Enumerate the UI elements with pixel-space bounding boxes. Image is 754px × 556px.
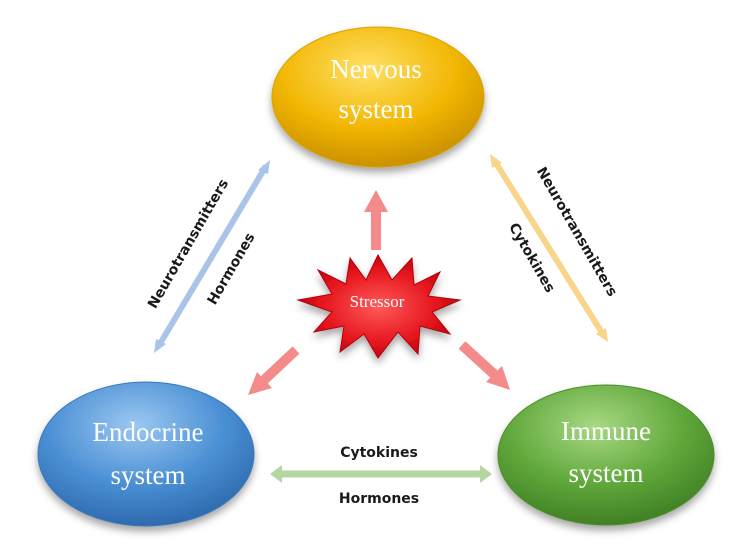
stress-arrow-to-nervous [364,190,388,250]
edge-label-hormones-bottom: Hormones [339,491,419,507]
stressor-label: Stressor [350,292,405,311]
edge-label-cytokines-bottom: Cytokines [340,445,418,461]
edge-label-hormones-left: Hormones [205,230,259,307]
stress-arrow-to-endocrine [248,346,300,395]
edge-label-cytokines-right: Cytokines [505,220,558,295]
node-endocrine-label-line1: Endocrine [93,417,204,447]
stressor-burst [296,253,462,359]
node-nervous-label-line2: system [338,94,413,124]
node-endocrine-label-line2: system [110,460,185,490]
node-immune-system [497,384,715,526]
node-nervous-label-line1: Nervous [330,54,421,84]
node-nervous-system [271,26,485,168]
node-endocrine-system [37,381,255,527]
edge-endocrine-immune [270,465,492,483]
node-immune-label-line1: Immune [561,416,651,446]
stress-arrow-to-immune [458,341,510,390]
edge-nervous-immune [490,154,608,342]
node-immune-label-line2: system [568,458,643,488]
edge-nervous-endocrine [154,160,270,353]
